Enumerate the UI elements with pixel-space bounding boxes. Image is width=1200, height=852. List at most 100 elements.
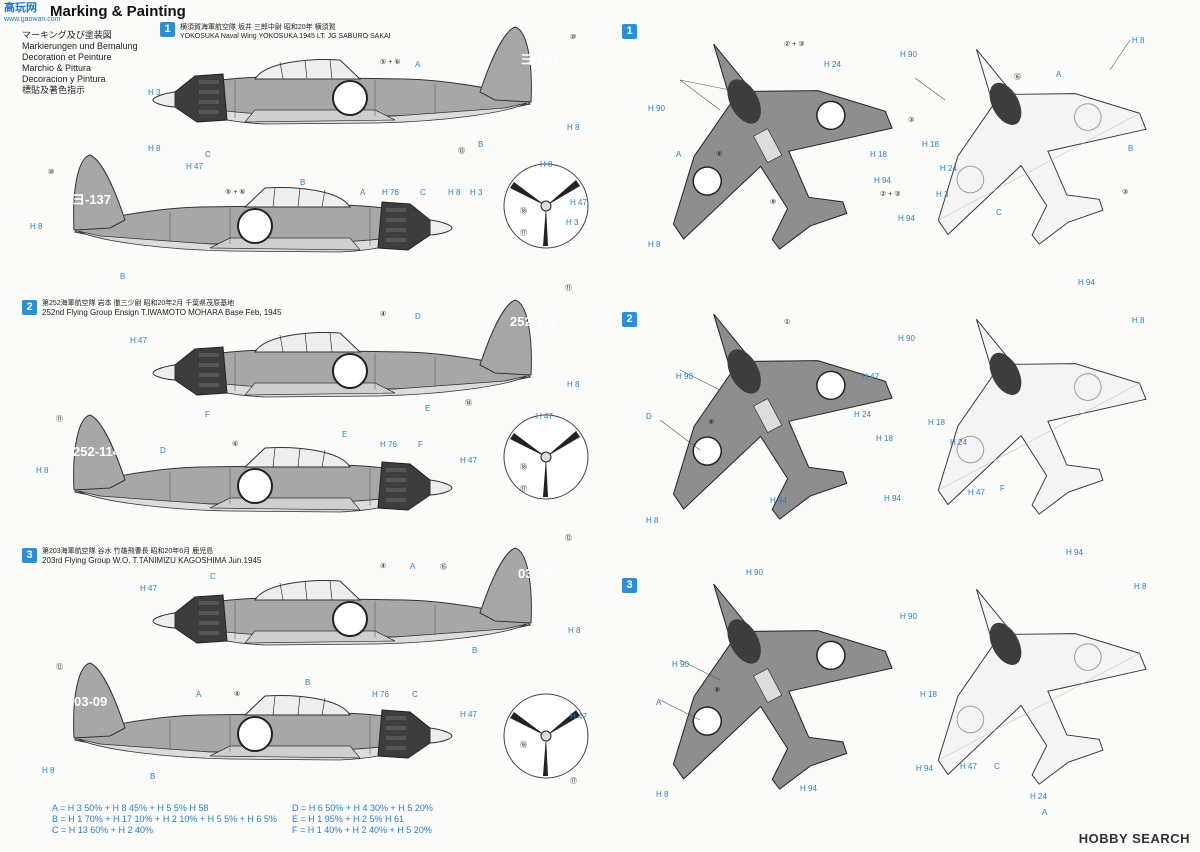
label-h24-top2: H 24 (854, 410, 871, 419)
label-c-4: C (412, 690, 418, 699)
label-h3-b2: H 3 (936, 190, 949, 199)
label-h47-prop1: H 47 (570, 198, 587, 207)
lang-es: Decoracion y Pintura (22, 74, 106, 84)
label-b-top: B (300, 178, 306, 187)
callout-18-p1: ⑱ (520, 208, 527, 215)
section-1-title-en: YOKOSUKA Naval Wing YOKOSUKA 1945 LT. JG… (180, 33, 391, 40)
label-h47-top2: H 47 (862, 372, 879, 381)
label-h18-b3: H 18 (928, 418, 945, 427)
callout-17-p1: ⑰ (520, 230, 527, 237)
callout-16: ⑯ (1014, 74, 1021, 81)
lang-zh: 標貼及著色指示 (22, 85, 86, 95)
label-h3: H 3 (148, 88, 161, 97)
callout-17-p3: ⑰ (570, 778, 577, 785)
section-badge-3: 3 (22, 548, 37, 563)
label-h18-b2: H 18 (922, 140, 939, 149)
callout-4b: ④ (232, 441, 239, 448)
label-f-2: F (418, 440, 423, 449)
s3-bottom-view (875, 535, 1173, 822)
s3-prop-view (503, 693, 589, 779)
label-h47: H 47 (186, 162, 203, 171)
color-key-d: D = H 6 50% + H 4 30% + H 5 20% (292, 803, 433, 813)
label-h24-b3: H 24 (950, 438, 967, 447)
label-h94-top3: H 94 (800, 784, 817, 793)
callout-17-p2: ⑰ (520, 486, 527, 493)
label-h90-3: H 90 (746, 568, 763, 577)
logo-text: HOBBY SEARCH (1078, 831, 1190, 846)
s1-tail-code-a: ヨ-137 (520, 52, 559, 67)
s1-bottom-view (875, 0, 1173, 282)
label-b-4: B (305, 678, 311, 687)
label-b-b2: B (1128, 144, 1134, 153)
callout-14: ⑭ (465, 400, 472, 407)
callout-8-3: ⑧ (714, 687, 721, 694)
label-h47-b3: H 47 (968, 488, 985, 497)
s3-tail-code-b: 03-09 (74, 694, 107, 709)
section-badge-2-top: 2 (622, 312, 637, 327)
color-key-f: F = H 1 40% + H 2 40% + H 5 20% (292, 825, 432, 835)
label-c: C (205, 150, 211, 159)
label-h8-g: H 8 (568, 626, 581, 635)
label-d: D (415, 312, 421, 321)
s3-side-left (152, 547, 533, 646)
label-b-5: B (150, 772, 156, 781)
s3-top-view (606, 526, 920, 829)
label-c-2: C (420, 188, 426, 197)
color-key-left: A = H 3 50% + H 8 45% + H 5 5% H 58 B = … (52, 803, 277, 836)
color-key-c: C = H 13 60% + H 2 40% (52, 825, 154, 835)
label-a-b2: A (1056, 70, 1062, 79)
hobby-search-logo: HOBBY SEARCH (1079, 831, 1190, 846)
callout-2p3-b: ② + ③ (880, 191, 901, 198)
label-f-b3: F (1000, 484, 1005, 493)
label-h94: H 94 (874, 176, 891, 185)
section-2-title-ja: 第252海軍航空隊 岩本 徹三少尉 昭和20年2月 千葉県茂原基地 (42, 300, 235, 307)
s2-prop-view (503, 414, 589, 500)
watermark-sub: www.gaowan.com (4, 16, 61, 23)
label-h94-top3b: H 94 (916, 764, 933, 773)
color-key-a: A = H 3 50% + H 8 45% + H 5 5% H 58 (52, 803, 209, 813)
label-h8-d: H 8 (448, 188, 461, 197)
label-a-top3: A (656, 698, 662, 707)
label-c-3: C (210, 572, 216, 581)
label-h94-b2: H 94 (1078, 278, 1095, 287)
label-a-4: A (196, 690, 202, 699)
callout-10b: ⑩ (48, 169, 55, 176)
callout-3: ③ (908, 117, 915, 124)
callout-4c: ④ (380, 563, 387, 570)
section-3-title-en: 203rd Flying Group W.O. T.TANIMIZU KAGOS… (42, 556, 262, 565)
section-3-title-ja: 第203海軍航空隊 谷水 竹雄飛曹長 昭和20年6月 鹿児島 (42, 548, 214, 555)
label-h90-b3: H 90 (898, 334, 915, 343)
color-key-right: D = H 6 50% + H 4 30% + H 5 20% E = H 1 … (292, 803, 433, 836)
label-d-top: D (646, 412, 652, 421)
section-1-title-ja: 横須賀海軍航空隊 坂井 三郎中尉 昭和20年 横須賀 (180, 24, 336, 31)
section-badge-3-top: 3 (622, 578, 637, 593)
callout-8-2: ⑧ (708, 419, 715, 426)
section-2-title: 第252海軍航空隊 岩本 徹三少尉 昭和20年2月 千葉県茂原基地 252nd … (42, 299, 282, 317)
s2-bottom-view (875, 265, 1173, 552)
label-h8-f: H 8 (36, 466, 49, 475)
callout-18-p2: ⑱ (520, 464, 527, 471)
label-h47-4: H 47 (140, 584, 157, 593)
callout-10: ⑩ (570, 34, 577, 41)
callout-8: ⑧ (716, 151, 723, 158)
language-list: マーキング及び塗装図 Markierungen und Bemalung Dec… (22, 30, 138, 96)
label-h94-top2: H 94 (770, 496, 787, 505)
label-b-3: B (472, 646, 478, 655)
label-d-2: D (160, 446, 166, 455)
label-h8-top3: H 8 (656, 790, 669, 799)
label-h3-b: H 3 (470, 188, 483, 197)
label-h47-2: H 47 (130, 336, 147, 345)
section-1-title: 横須賀海軍航空隊 坂井 三郎中尉 昭和20年 横須賀 YOKOSUKA Nava… (180, 23, 391, 41)
callout-3-b2: ③ (1122, 189, 1129, 196)
label-a-3: A (410, 562, 416, 571)
lang-it: Marchio & Pittura (22, 63, 92, 73)
s3-tail-code-a: 03-09 (518, 566, 551, 581)
callout-9: ⑨ (770, 199, 777, 206)
section-badge-1-top: 1 (622, 24, 637, 39)
s1-tail-code-b: ヨ-137 (72, 192, 111, 207)
label-h8-top2: H 8 (646, 516, 659, 525)
label-h8-h: H 8 (42, 766, 55, 775)
lang-de: Markierungen und Bemalung (22, 41, 138, 51)
lang-ja: マーキング及び塗装図 (22, 30, 112, 40)
